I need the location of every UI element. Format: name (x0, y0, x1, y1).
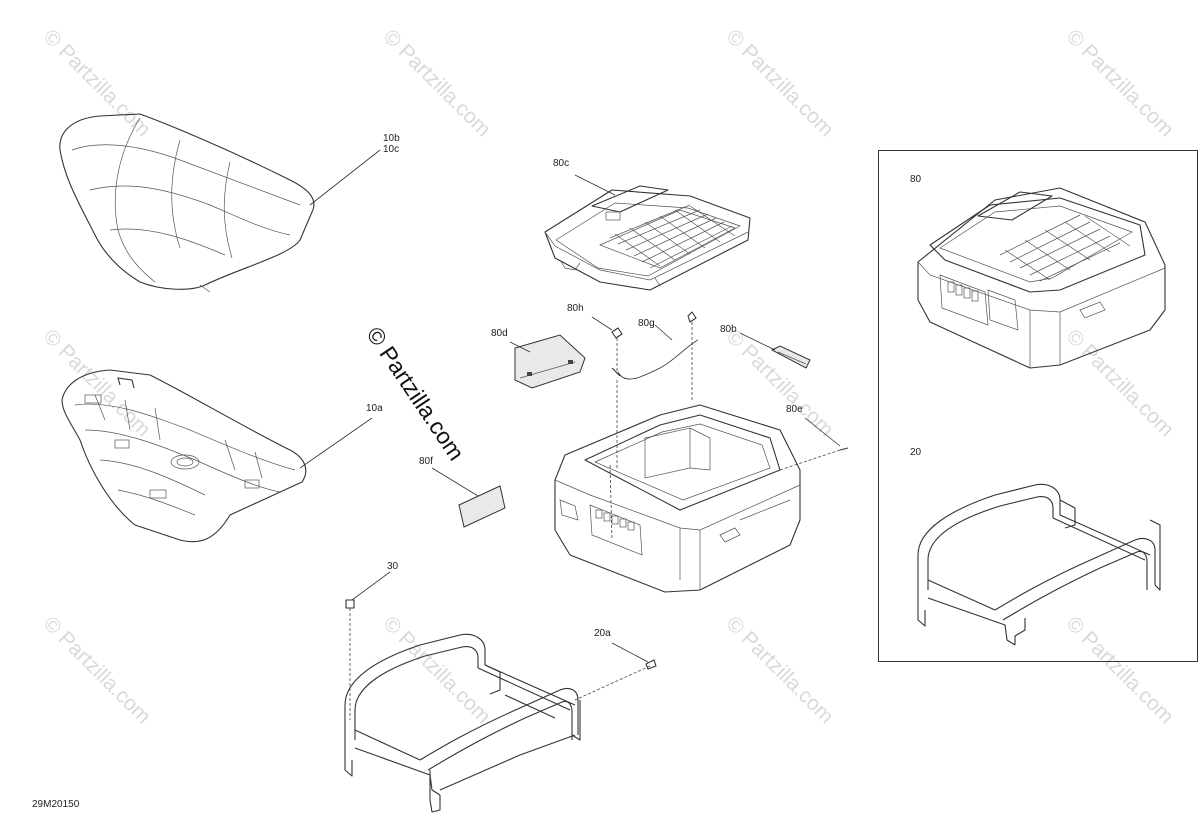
callout-10c: 10c (383, 144, 400, 155)
callout-80h: 80h (567, 303, 584, 314)
latch-icon (770, 345, 811, 369)
bracket-icon (514, 334, 586, 389)
callout-20: 20 (910, 447, 922, 458)
callout-30: 30 (387, 561, 399, 572)
fastener-icon (345, 311, 849, 670)
callout-80f: 80f (419, 456, 433, 467)
callout-10b: 10b (383, 133, 400, 144)
callout-80c: 80c (553, 158, 570, 169)
callout-80g: 80g (638, 318, 655, 329)
assembly-inset-frame (878, 150, 1198, 662)
callout-80d: 80d (491, 328, 508, 339)
seat-base-icon (61, 369, 307, 543)
label-plate-icon (458, 485, 506, 528)
callout-80: 80 (910, 174, 922, 185)
storage-box-icon (554, 404, 801, 593)
callout-20a: 20a (594, 628, 611, 639)
seat-frame-icon (344, 633, 581, 813)
callout-80e: 80e (786, 404, 803, 415)
callout-10a: 10a (366, 403, 383, 414)
seat-frame-inset-icon (917, 483, 1161, 646)
storage-box-assembly-icon (917, 187, 1166, 369)
diagram-code: 29M20150 (32, 799, 80, 810)
seat-cushion-icon (59, 113, 315, 293)
storage-box-lid-icon (544, 185, 751, 291)
callout-80b: 80b (720, 324, 737, 335)
cable-end-icon (611, 367, 621, 377)
cable-icon (617, 339, 699, 380)
